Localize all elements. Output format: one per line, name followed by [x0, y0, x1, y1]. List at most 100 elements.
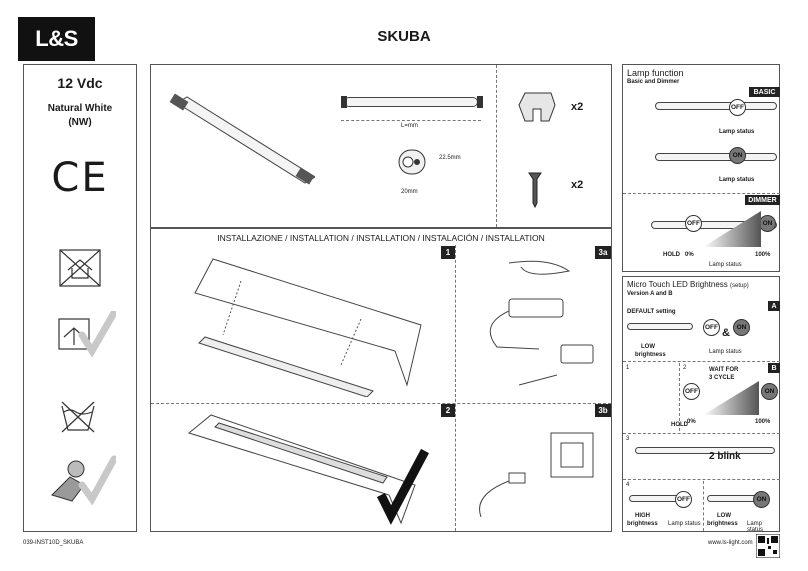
step-1-drawing	[194, 258, 422, 397]
brand-logo: L&S	[18, 17, 95, 61]
step-2-drawing	[187, 414, 429, 525]
default-setting-label: DEFAULT setting	[627, 309, 676, 315]
installation-heading: INSTALLAZIONE / INSTALLATION / INSTALLAT…	[217, 233, 545, 243]
micro-hold: HOLD	[671, 422, 688, 428]
blink-tube	[635, 447, 775, 454]
voltage-label: 12 Vdc	[57, 75, 103, 91]
dimmer-on-bulb: ON	[759, 215, 776, 232]
basic-off-status: Lamp status	[719, 129, 755, 135]
document-code: 039-INST10D_SKUBA	[23, 540, 84, 546]
tube-profile-drawing	[398, 149, 426, 175]
no-insulation-icon	[59, 249, 101, 287]
micro-step-3: 3	[626, 436, 630, 442]
micro-step-1: 1	[626, 365, 630, 371]
installation-panel: INSTALLAZIONE / INSTALLATION / INSTALLAT…	[150, 228, 612, 532]
default-amp: &	[722, 327, 730, 339]
basic-tube-on	[655, 153, 777, 161]
step-3b-drawing	[479, 432, 594, 518]
step-3b-badge: 3b	[595, 404, 611, 417]
insulation-ok-icon	[58, 311, 116, 357]
mounting-clip-drawing	[518, 92, 556, 122]
install-divider-v	[455, 245, 456, 531]
micro-hundred: 100%	[755, 419, 771, 425]
lamp-function-title: Lamp function	[627, 68, 684, 78]
step-3a-badge: 3a	[595, 246, 611, 259]
high-label: HIGH	[635, 513, 650, 519]
step-2-badge: 2	[441, 404, 455, 417]
basic-on-bulb: ON	[729, 147, 746, 164]
default-low: LOW	[641, 344, 655, 350]
lamp-function-panel: Lamp function Basic and Dimmer BASIC DIM…	[622, 64, 780, 272]
color-temp-code: (NW)	[68, 117, 92, 128]
length-label: L=mm	[401, 123, 418, 129]
high-lamp-status: Lamp status	[668, 521, 701, 527]
micro-touch-subtitle: Version A and B	[627, 291, 673, 297]
dimmer-badge: DIMMER	[745, 195, 780, 205]
blink-label: 2 blink	[709, 451, 741, 462]
page-title: SKUBA	[377, 28, 431, 45]
high-brightness: brightness	[627, 521, 658, 527]
dimmer-lamp-status: Lamp status	[709, 262, 742, 268]
dimmer-hold-label: HOLD	[663, 252, 680, 258]
micro-off-bulb: OFF	[683, 383, 700, 400]
website-link[interactable]: www.ls-light.com	[708, 540, 753, 546]
install-divider-h	[151, 403, 611, 404]
dimmer-off-bulb: OFF	[685, 215, 702, 232]
wait-line-1: WAIT FOR	[709, 367, 739, 373]
micro-touch-title-text: Micro Touch LED Brightness	[627, 280, 728, 289]
screw-quantity: x2	[571, 179, 584, 191]
micro-divider-3	[623, 479, 780, 480]
micro-touch-title-suffix: (setup)	[730, 283, 749, 289]
color-temp-label: Natural White	[47, 103, 113, 114]
default-off-bulb: OFF	[703, 319, 720, 336]
contents-divider	[496, 65, 497, 227]
ce-mark: CE	[51, 155, 109, 201]
dimmer-gradient-wedge	[703, 211, 761, 247]
tube-endcap-left	[341, 96, 347, 108]
micro-touch-panel: Micro Touch LED Brightness (setup) Versi…	[622, 276, 780, 533]
badge-b: B	[768, 363, 780, 373]
hand-cleaning-icon	[51, 455, 116, 505]
low-label: LOW	[717, 513, 731, 519]
lamp-function-subtitle: Basic and Dimmer	[627, 79, 680, 85]
badge-a: A	[768, 301, 780, 311]
default-tube	[627, 323, 693, 330]
micro-on-bulb: ON	[761, 383, 778, 400]
default-lamp-status: Lamp status	[709, 349, 742, 355]
basic-badge: BASIC	[749, 87, 780, 97]
lamp-divider	[623, 193, 780, 194]
dimmer-zero: 0%	[685, 252, 694, 258]
micro-divider-2	[623, 433, 780, 434]
spec-panel: 12 Vdc Natural White (NW) CE	[23, 64, 137, 532]
step-1-badge: 1	[441, 246, 455, 259]
tube-endcap-right	[477, 96, 483, 108]
low-brightness: brightness	[707, 521, 738, 527]
wait-line-2: 3 CYCLE	[709, 375, 735, 381]
dimmer-hundred: 100%	[755, 252, 771, 258]
qr-code-icon	[756, 534, 780, 558]
width-label: 20mm	[401, 189, 418, 195]
micro-touch-title: Micro Touch LED Brightness (setup)	[627, 280, 749, 289]
screw-drawing	[528, 172, 542, 209]
micro-divider-v2	[703, 481, 704, 531]
basic-off-bulb: OFF	[729, 99, 746, 116]
length-dimension-line	[341, 120, 481, 121]
no-washing-icon	[61, 401, 95, 433]
default-brightness: brightness	[635, 352, 666, 358]
micro-divider-v	[679, 363, 680, 431]
clip-quantity: x2	[571, 101, 584, 113]
micro-zero: 0%	[687, 419, 696, 425]
tube-perspective-drawing	[169, 93, 315, 185]
low-on-bulb: ON	[753, 491, 770, 508]
height-label: 22.5mm	[439, 155, 461, 161]
micro-divider-1	[623, 361, 780, 362]
micro-gradient-wedge	[703, 381, 759, 415]
micro-step-4: 4	[626, 482, 630, 488]
tube-side-drawing	[344, 97, 478, 107]
micro-step-2: 2	[683, 365, 687, 371]
step-3a-drawing	[489, 260, 594, 386]
high-off-bulb: OFF	[675, 491, 692, 508]
basic-on-status: Lamp status	[719, 177, 755, 183]
low-lamp-status: Lamp status	[747, 521, 764, 533]
package-contents-panel: L=mm 22.5mm 20mm x2 x2	[150, 64, 612, 228]
